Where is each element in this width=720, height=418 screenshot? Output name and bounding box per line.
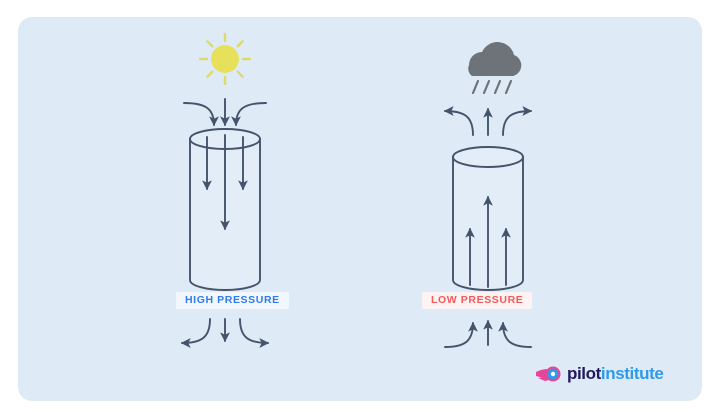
sun-icon [198,32,252,86]
logo-wordmark: pilotinstitute [567,364,664,383]
air-inflow-above-arrows [183,98,267,127]
logo-word-pilot: pilot [567,364,601,383]
high-pressure-label: HIGH PRESSURE [176,292,289,309]
air-outflow-above-arrows [443,106,533,136]
low-pressure-panel [443,42,533,348]
rain-cloud-icon [468,42,522,95]
air-outflow-below-arrows [180,318,270,348]
high-pressure-panel [180,32,270,348]
air-rising-arrows [465,195,511,288]
diagram-card: HIGH PRESSURE LOW PRESSURE pilotinstitut… [18,17,702,401]
low-pressure-label: LOW PRESSURE [422,292,533,309]
air-descending-arrows [202,134,248,231]
air-inflow-below-arrows [444,319,532,348]
winged-shield-icon [536,366,561,382]
logo-word-institute: institute [600,364,664,383]
brand-logo: pilotinstitute [536,364,664,383]
pressure-diagram [180,32,533,348]
